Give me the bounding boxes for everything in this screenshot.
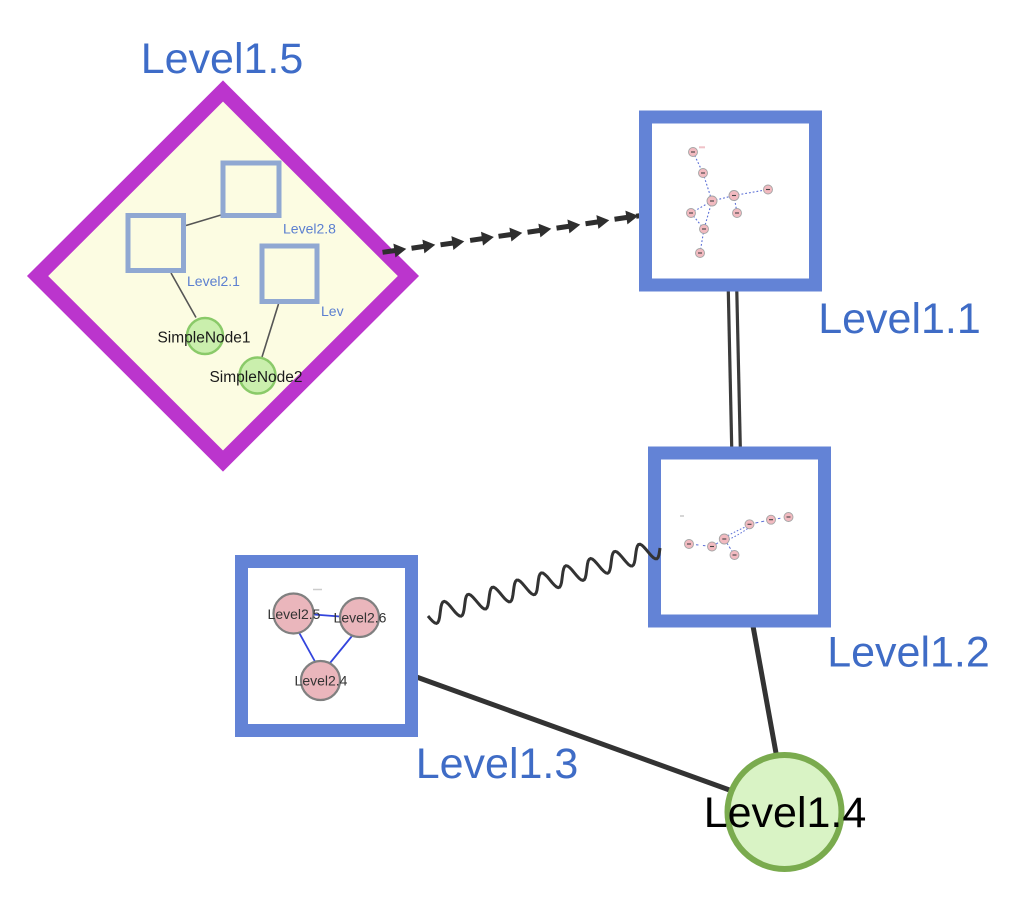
svg-text:Level2.8: Level2.8 [283, 221, 336, 237]
svg-text:SimpleNode2: SimpleNode2 [209, 369, 302, 386]
svg-text:SimpleNode1: SimpleNode1 [157, 330, 250, 347]
svg-text:Level2.4: Level2.4 [295, 673, 348, 689]
svg-text:Level1.3: Level1.3 [416, 740, 579, 788]
svg-text:Level2.6: Level2.6 [334, 610, 387, 626]
svg-text:Level1.5: Level1.5 [141, 35, 304, 83]
svg-text:Level1.4: Level1.4 [704, 789, 867, 837]
svg-text:Level2.5: Level2.5 [268, 606, 321, 622]
svg-text:Level2.1: Level2.1 [187, 273, 240, 289]
svg-text:Level1.2: Level1.2 [827, 629, 990, 677]
svg-text:Level1.1: Level1.1 [818, 295, 981, 343]
svg-text:Lev: Lev [321, 303, 344, 319]
